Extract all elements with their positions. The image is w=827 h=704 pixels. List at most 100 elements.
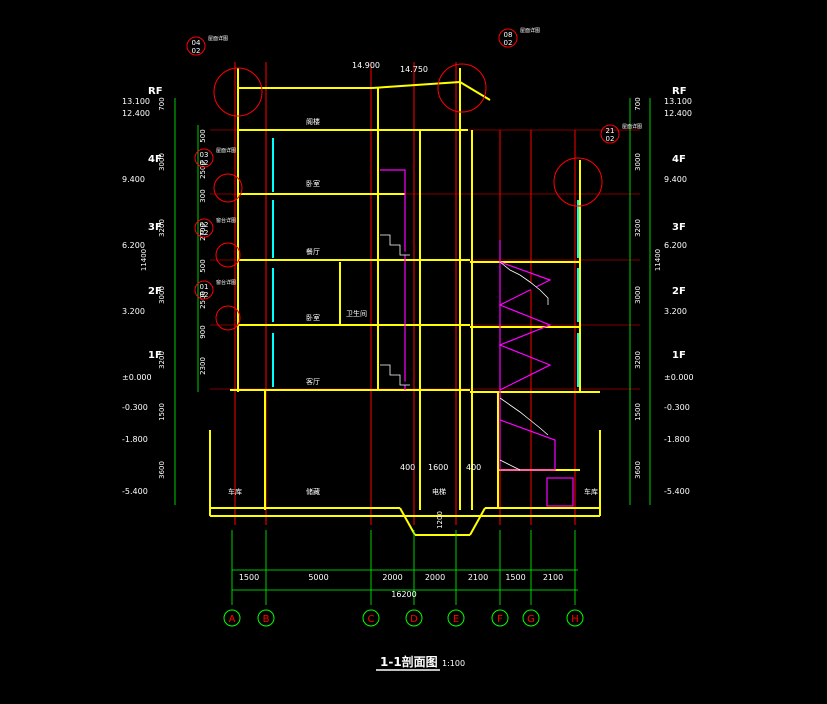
bottom-dim: 1500 bbox=[239, 573, 259, 582]
detail-ref-top: 04 bbox=[192, 39, 201, 47]
room-label: 电梯 bbox=[432, 487, 446, 496]
vertical-dim-left: 3600 bbox=[158, 461, 166, 479]
detail-ref-circle bbox=[186, 36, 206, 56]
level-left: -0.300 bbox=[122, 403, 148, 412]
axis-label: C bbox=[368, 614, 375, 625]
level-left: -5.400 bbox=[122, 487, 148, 496]
vertical-dim-left: 3200 bbox=[158, 351, 166, 369]
vertical-dim-right: 3200 bbox=[634, 351, 642, 369]
small-dim: 1200 bbox=[436, 511, 444, 529]
vertical-dim-right: 3600 bbox=[634, 461, 642, 479]
axis-label: F bbox=[497, 614, 503, 625]
vertical-dim-right: 3200 bbox=[634, 219, 642, 237]
detail-clouds bbox=[213, 63, 603, 331]
room-label: 车库 bbox=[584, 487, 598, 496]
vertical-dim-inner: 2500 bbox=[199, 291, 207, 309]
level-right: ±0.000 bbox=[664, 373, 694, 382]
room-label: 阁楼 bbox=[306, 117, 320, 126]
bottom-dim: 5000 bbox=[308, 573, 328, 582]
room-label: 卫生间 bbox=[346, 309, 367, 318]
room-label: 卧室 bbox=[306, 179, 320, 188]
room-label: 车库 bbox=[228, 487, 242, 496]
level-right: 13.100 bbox=[664, 97, 692, 106]
room-label: 储藏 bbox=[306, 487, 320, 496]
level-right: -1.800 bbox=[664, 435, 690, 444]
small-dim: 400 bbox=[466, 463, 481, 472]
vertical-dim-right: 1500 bbox=[634, 403, 642, 421]
axis-bubble bbox=[522, 609, 540, 627]
building-structure bbox=[209, 68, 601, 536]
vertical-total-right: 11400 bbox=[654, 249, 662, 271]
axis-bubble bbox=[405, 609, 423, 627]
axis-label: B bbox=[263, 614, 270, 625]
vertical-dim-right: 3000 bbox=[634, 286, 642, 304]
bottom-dim: 2100 bbox=[543, 573, 563, 582]
vertical-dim-inner: 2700 bbox=[199, 223, 207, 241]
floor-tag-right: 2F bbox=[672, 286, 686, 297]
detail-ref-circle bbox=[600, 124, 620, 144]
detail-ref-bottom: 02 bbox=[504, 39, 513, 47]
window-glazing bbox=[272, 138, 579, 387]
floor-tag-left: 4F bbox=[148, 154, 162, 165]
vertical-dim-inner: 2500 bbox=[199, 161, 207, 179]
level-left: 12.400 bbox=[122, 109, 150, 118]
level-left: 9.400 bbox=[122, 175, 145, 184]
level-right: 12.400 bbox=[664, 109, 692, 118]
vertical-dim-inner: 900 bbox=[199, 325, 207, 338]
vertical-dim-left: 3000 bbox=[158, 153, 166, 171]
stair-lines bbox=[380, 169, 574, 507]
axis-bubble bbox=[491, 609, 509, 627]
axis-bubble bbox=[447, 609, 465, 627]
level-right: 3.200 bbox=[664, 307, 687, 316]
level-right: 6.200 bbox=[664, 241, 687, 250]
level-left: -1.800 bbox=[122, 435, 148, 444]
vertical-dim-inner: 2300 bbox=[199, 357, 207, 375]
detail-ref-note: 屋面详图 bbox=[622, 123, 642, 130]
drawing-title: 1-1剖面图 bbox=[380, 654, 438, 669]
level-left: 13.100 bbox=[122, 97, 150, 106]
detail-ref-bottom: 02 bbox=[200, 291, 209, 299]
floor-tag-right: 1F bbox=[672, 350, 686, 361]
floor-tag-left: 2F bbox=[148, 286, 162, 297]
vertical-dim-inner: 500 bbox=[199, 259, 207, 272]
detail-ref-circle bbox=[194, 280, 214, 300]
detail-ref-top: 03 bbox=[200, 151, 209, 159]
level-right: 9.400 bbox=[664, 175, 687, 184]
level-right: -5.400 bbox=[664, 487, 690, 496]
bottom-dim: 2000 bbox=[425, 573, 445, 582]
bottom-dim: 1500 bbox=[505, 573, 525, 582]
floor-tag-right: 3F bbox=[672, 222, 686, 233]
axis-bubble bbox=[566, 609, 584, 627]
detail-ref-top: 08 bbox=[504, 31, 513, 39]
dimension-lines bbox=[174, 98, 651, 605]
detail-ref-bottom: 02 bbox=[606, 135, 615, 143]
vertical-dim-inner: 300 bbox=[199, 189, 207, 202]
detail-ref-bottom: 02 bbox=[200, 159, 209, 167]
room-label: 客厅 bbox=[306, 377, 320, 386]
top-elevation: 14.900 bbox=[352, 61, 380, 70]
detail-ref-circle bbox=[194, 218, 214, 238]
axis-label: D bbox=[410, 614, 418, 625]
detail-ref-note: 屋面详图 bbox=[520, 27, 540, 34]
detail-ref-bottom: 02 bbox=[192, 47, 201, 55]
room-label: 餐厅 bbox=[306, 247, 320, 256]
floor-tag-left: 3F bbox=[148, 222, 162, 233]
axis-label: E bbox=[453, 614, 459, 625]
vertical-dim-left: 1500 bbox=[158, 403, 166, 421]
vertical-dim-left: 3000 bbox=[158, 286, 166, 304]
labels: 13.100 12.400 9.400 6.200 3.200 ±0.000 -0.300 -… bbox=[122, 27, 694, 671]
vertical-dim-left: 3200 bbox=[158, 219, 166, 237]
axis-bubble bbox=[362, 609, 380, 627]
top-elevation: 14.750 bbox=[400, 65, 428, 74]
level-left: ±0.000 bbox=[122, 373, 152, 382]
axis-label: G bbox=[527, 614, 535, 625]
vertical-dim-inner: 500 bbox=[199, 129, 207, 142]
vertical-total-left: 11400 bbox=[140, 249, 148, 271]
detail-ref-note: 窗台详图 bbox=[216, 279, 236, 286]
room-label: 卧室 bbox=[306, 313, 320, 322]
vertical-dim-left: 700 bbox=[158, 97, 166, 110]
axis-bubble bbox=[223, 609, 241, 627]
detail-ref-top: 02 bbox=[200, 221, 209, 229]
